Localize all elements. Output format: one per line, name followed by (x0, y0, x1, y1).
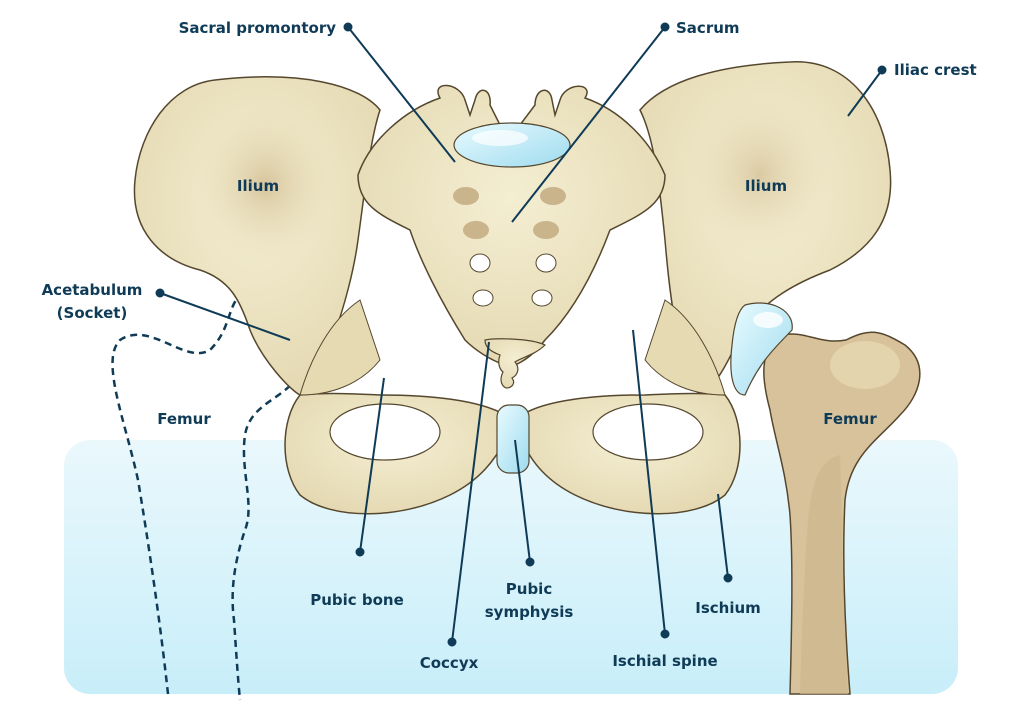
leader-lines (155, 22, 887, 647)
label-pubic-bone: Pubic bone (310, 591, 404, 609)
background-panel (64, 440, 958, 694)
label-sacral-promontory: Sacral promontory (179, 19, 337, 37)
acetabulum-right-cartilage (730, 302, 793, 396)
label-ilium-left: Ilium (237, 177, 279, 195)
label-ischial-spine: Ischial spine (612, 652, 717, 670)
label-ilium-right: Ilium (745, 177, 787, 195)
sacrum-bone (357, 84, 666, 367)
obturator-foramen-right (592, 403, 704, 461)
ilium-left-wing (133, 76, 381, 396)
coccyx-bone (484, 338, 547, 389)
label-acetabulum-socket: (Socket) (57, 304, 128, 322)
obturator-foramen-left (329, 403, 441, 461)
labels: Sacral promontory Sacrum Iliac crest Ili… (42, 19, 977, 672)
femur-shaft (763, 331, 921, 695)
ilium-right-wing (639, 61, 892, 396)
label-femur-right: Femur (823, 410, 877, 428)
label-pubic-symphysis-2: symphysis (485, 603, 574, 621)
femur-left-outline (111, 288, 302, 701)
label-iliac-crest: Iliac crest (894, 61, 977, 79)
pubic-symphysis-cartilage (496, 404, 530, 474)
femur-right (763, 331, 921, 695)
label-coccyx: Coccyx (420, 654, 479, 672)
label-femur-left: Femur (157, 410, 211, 428)
pelvic-ring (284, 299, 741, 515)
label-pubic-symphysis: Pubic (506, 580, 552, 598)
label-acetabulum: Acetabulum (42, 281, 143, 299)
label-ischium: Ischium (695, 599, 761, 617)
sacral-disc (453, 122, 571, 168)
label-sacrum: Sacrum (676, 19, 740, 37)
